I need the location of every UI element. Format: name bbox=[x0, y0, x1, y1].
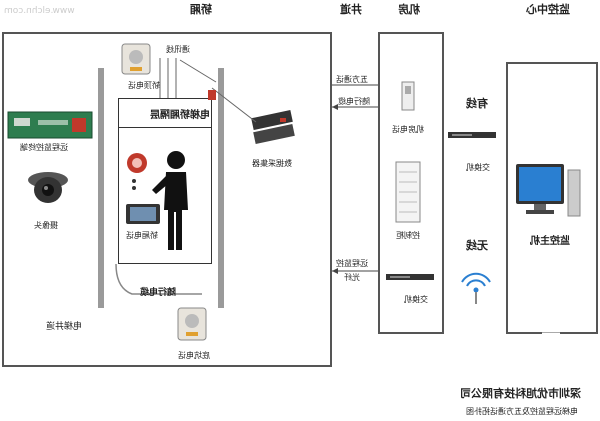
indicator-dots-icon bbox=[132, 179, 136, 190]
well-connections bbox=[332, 84, 378, 274]
control-cabinet-icon bbox=[395, 161, 421, 223]
wireless-signal-icon bbox=[461, 272, 491, 304]
communication-wires bbox=[159, 58, 217, 98]
traveling-cable-label: 随行电缆 bbox=[140, 288, 177, 298]
company-name: 深圳市优旭科技有限公司 bbox=[460, 387, 581, 400]
wireless-label: 无线 bbox=[466, 239, 488, 252]
alarm-button-icon bbox=[127, 153, 147, 173]
switch-right-icon bbox=[448, 132, 496, 138]
car-panel-label: 电梯轿厢隔层 bbox=[150, 110, 210, 121]
guide-rail-left bbox=[98, 68, 104, 308]
wired-label: 有线 bbox=[466, 97, 488, 110]
guide-rail-right bbox=[218, 68, 224, 308]
machine-phone-label: 机房电话 bbox=[392, 125, 424, 134]
optical-fiber-label: 光纤 bbox=[344, 273, 360, 282]
communication-line-label: 通讯线 bbox=[166, 45, 190, 54]
monitor-host-label: 监控主机 bbox=[530, 236, 570, 247]
door-icon bbox=[542, 332, 560, 336]
watermark: www.elchn.com bbox=[4, 6, 75, 16]
machine-phone-icon bbox=[401, 81, 415, 111]
camera-icon bbox=[28, 172, 68, 203]
well-bottom-phone-label: 底坑电话 bbox=[178, 351, 210, 360]
switch-left-label: 交换机 bbox=[404, 295, 428, 304]
remote-terminal-label: 远程监控终端 bbox=[20, 143, 68, 152]
header-well: 井道 bbox=[340, 3, 362, 16]
data-collector-label: 数据采集器 bbox=[252, 159, 292, 168]
five-way-phone-label: 五方通话 bbox=[336, 75, 368, 84]
bottom-phone-speaker-icon bbox=[177, 307, 207, 341]
diagram-subtitle: 电梯远程监控及五方通话拓扑图 bbox=[466, 407, 578, 416]
switch-left-icon bbox=[386, 274, 434, 280]
monitor-host-icon bbox=[516, 164, 581, 217]
remote-monitor-label: 远程监控 bbox=[336, 259, 368, 268]
control-cabinet-label: 控制柜 bbox=[396, 231, 420, 240]
header-shaft: 轿厢 bbox=[190, 3, 212, 16]
data-collector-icon bbox=[251, 109, 295, 145]
junction-box-icon bbox=[208, 90, 216, 100]
collector-wire bbox=[211, 87, 257, 123]
car-top-panel bbox=[118, 98, 212, 128]
camera-label: 摄像头 bbox=[34, 221, 58, 230]
car-display-icon bbox=[126, 204, 160, 224]
switch-right-label: 交换机 bbox=[466, 163, 490, 172]
traveling-cable-line bbox=[115, 263, 202, 295]
elevator-shaft-label: 电梯井道 bbox=[46, 322, 83, 332]
header-monitor-center: 监控中心 bbox=[526, 3, 570, 16]
header-machine-room: 机房 bbox=[398, 3, 420, 16]
passenger-figure-icon bbox=[152, 151, 188, 250]
remote-terminal-icon bbox=[7, 111, 93, 139]
traveling-line-label: 随行电缆 bbox=[338, 97, 370, 106]
intercom-speaker-icon bbox=[121, 43, 151, 75]
